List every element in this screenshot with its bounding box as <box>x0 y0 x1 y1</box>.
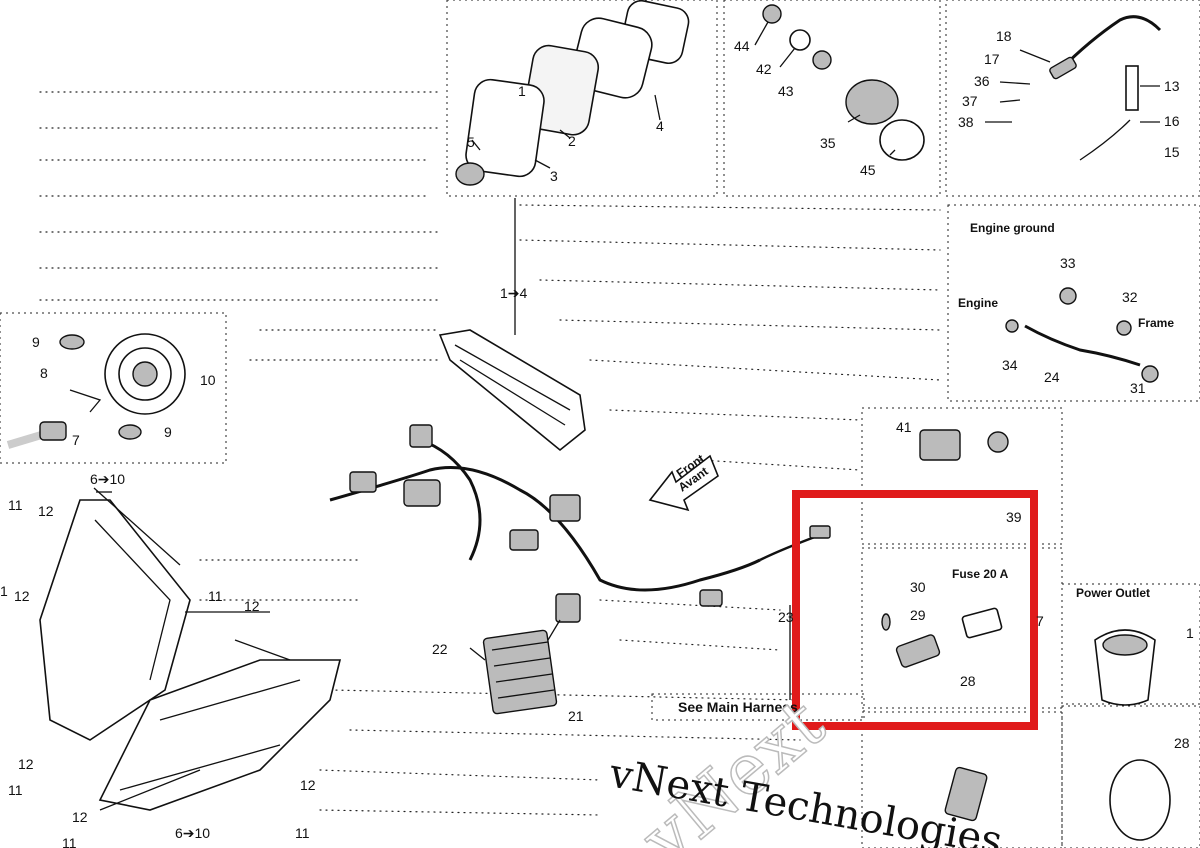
callout-34: 34 <box>1002 357 1018 373</box>
callout-45: 45 <box>860 162 876 178</box>
callout-7: 7 <box>72 432 80 448</box>
engine-ground-label: Engine ground <box>970 221 1055 235</box>
callout-1b: 1 <box>0 583 8 599</box>
callout-28-fuse: 28 <box>960 673 976 689</box>
callout-21: 21 <box>568 708 584 724</box>
front-arrow <box>648 454 719 512</box>
part-number-callouts: 1 2 3 4 5 1➔4 9 10 8 7 9 6➔10 11 12 1 12… <box>0 28 1194 848</box>
lamp-socket-group <box>754 4 925 161</box>
callout-9b: 9 <box>164 424 172 440</box>
main-harness-assembly <box>329 329 831 715</box>
callout-11d: 11 <box>295 825 310 841</box>
sensor-wiring-group <box>985 15 1162 161</box>
frame-label: Frame <box>1138 316 1174 330</box>
background-guide-lines <box>39 91 941 816</box>
callout-3: 3 <box>550 168 558 184</box>
callout-31: 31 <box>1130 380 1146 396</box>
callout-12a: 12 <box>38 503 54 519</box>
callout-11a: 11 <box>8 497 23 513</box>
callout-12d: 12 <box>18 756 34 772</box>
callout-22: 22 <box>432 641 448 657</box>
gauge-knob <box>455 162 485 186</box>
headlight-lens <box>98 659 342 811</box>
callout-11e: 11 <box>62 835 77 848</box>
engine-ground-group <box>1005 287 1159 383</box>
callout-35: 35 <box>820 135 836 151</box>
callout-15: 15 <box>1164 144 1180 160</box>
callout-43: 43 <box>778 83 794 99</box>
see-main-harness-label: See Main Harness <box>678 699 798 715</box>
inset-labels: Engine ground Engine Frame Fuse 20 A Pow… <box>674 221 1175 715</box>
callout-1: 1 <box>518 83 526 99</box>
callout-8: 8 <box>40 365 48 381</box>
callout-18: 18 <box>996 28 1012 44</box>
callout-17: 17 <box>984 51 1000 67</box>
watermark: vNext vNext Technologies <box>605 682 1005 848</box>
callout-38: 38 <box>958 114 974 130</box>
callout-12f: 12 <box>72 809 88 825</box>
callout-5: 5 <box>467 134 475 150</box>
callout-30: 30 <box>910 579 926 595</box>
callout-4: 4 <box>656 118 664 134</box>
callout-37: 37 <box>962 93 978 109</box>
callout-6-10-bottom: 6➔10 <box>175 825 210 841</box>
callout-42: 42 <box>756 61 772 77</box>
callout-19: 1 <box>1186 625 1194 641</box>
callout-24: 24 <box>1044 369 1060 385</box>
power-outlet-label: Power Outlet <box>1076 586 1150 600</box>
headlight-housing <box>39 499 191 741</box>
callout-2: 2 <box>568 133 576 149</box>
callout-39: 39 <box>1006 509 1022 525</box>
callout-36: 36 <box>974 73 990 89</box>
callout-23: 23 <box>778 609 794 625</box>
callout-10: 10 <box>200 372 216 388</box>
power-outlet-group <box>919 429 1171 841</box>
engine-label: Engine <box>958 296 998 310</box>
callout-9a: 9 <box>32 334 40 350</box>
callout-12c: 12 <box>244 598 260 614</box>
fuse-label: Fuse 20 A <box>952 567 1009 581</box>
callout-33: 33 <box>1060 255 1076 271</box>
fuse-holder-group <box>881 607 1003 668</box>
gauge-bezel <box>465 78 545 178</box>
callout-29: 29 <box>910 607 926 623</box>
callout-1-4: 1➔4 <box>500 285 528 301</box>
headlight-assemblies <box>39 487 342 811</box>
callout-27: 7 <box>1036 613 1044 629</box>
callout-28-lower: 28 <box>1174 735 1190 751</box>
callout-16: 16 <box>1164 113 1180 129</box>
gauge-assembly-group <box>455 0 690 186</box>
callout-11b: 11 <box>208 588 223 604</box>
callout-13: 13 <box>1164 78 1180 94</box>
callout-leaders <box>96 198 791 700</box>
callout-12e: 12 <box>300 777 316 793</box>
callout-32: 32 <box>1122 289 1138 305</box>
headlight-bulb-group <box>6 333 186 449</box>
callout-12b: 12 <box>14 588 30 604</box>
callout-41: 41 <box>896 419 912 435</box>
callout-44: 44 <box>734 38 750 54</box>
callout-11c: 11 <box>8 782 23 798</box>
instrument-housing <box>438 329 586 452</box>
callout-6-10-top: 6➔10 <box>90 471 125 487</box>
highlight-frame <box>792 490 1038 730</box>
